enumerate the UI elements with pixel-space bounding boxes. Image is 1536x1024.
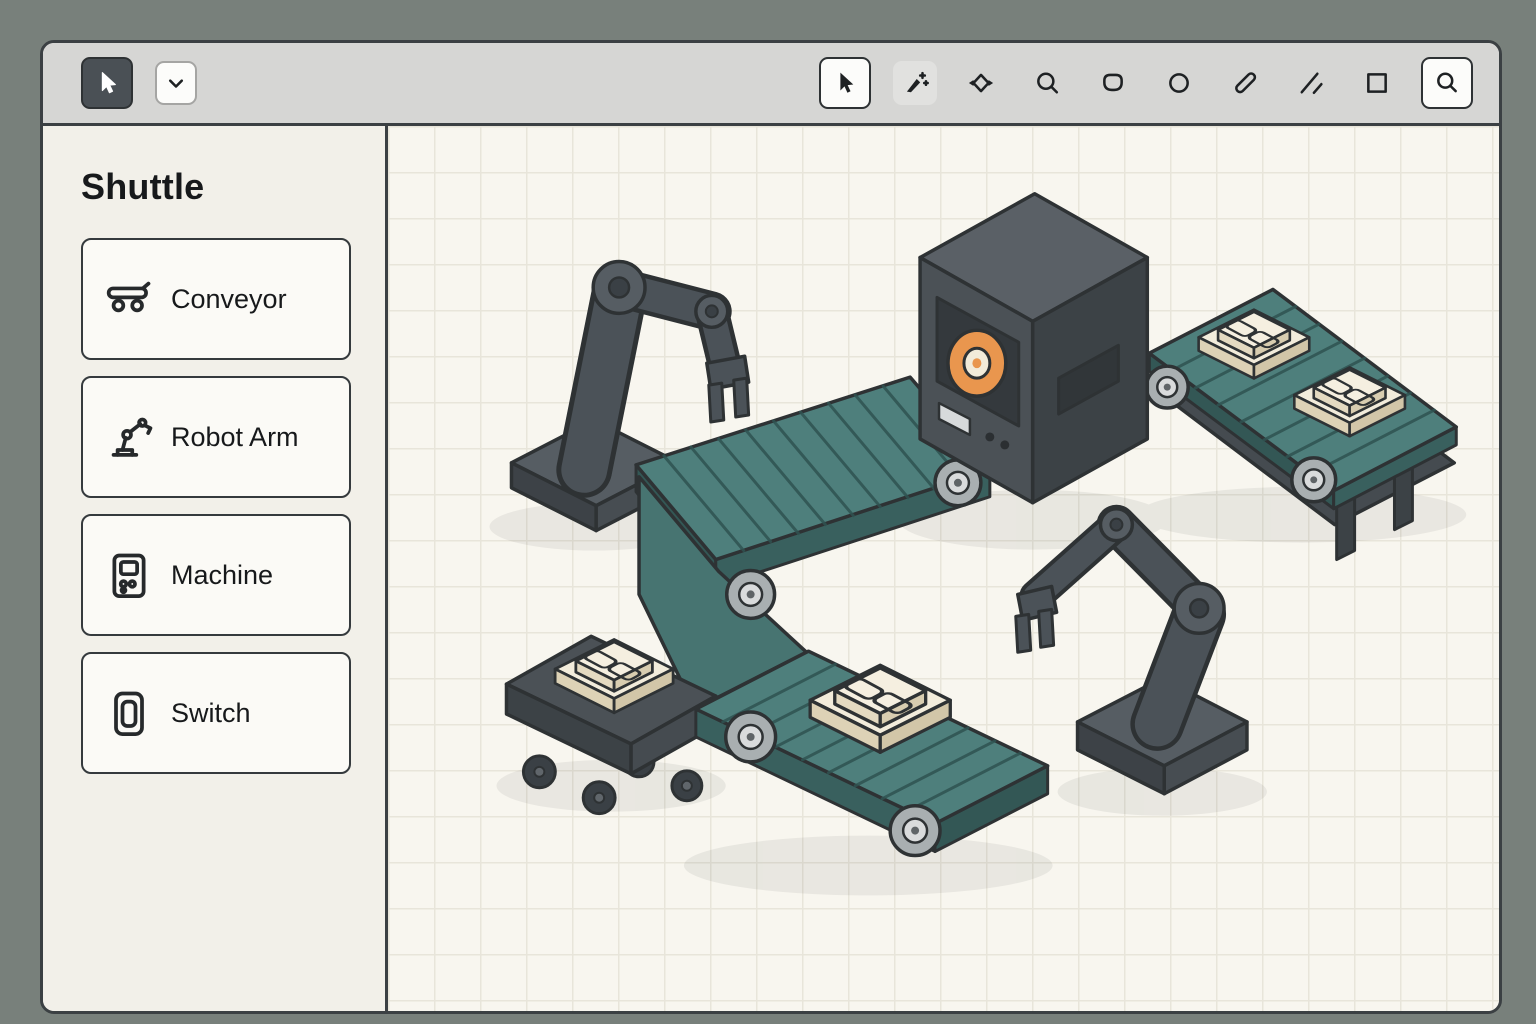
- palette-item-switch[interactable]: Switch: [81, 652, 351, 774]
- window-body: Shuttle Conveyor: [43, 126, 1499, 1011]
- square-icon: [1362, 68, 1392, 98]
- line-icon: [1296, 68, 1326, 98]
- palette-item-conveyor[interactable]: Conveyor: [81, 238, 351, 360]
- robot-arm-right[interactable]: [1016, 509, 1247, 794]
- machine-icon: [103, 549, 155, 601]
- roller: [726, 712, 776, 762]
- pointer-tool-button[interactable]: [819, 57, 871, 109]
- switch-icon: [103, 687, 155, 739]
- chevron-down-icon: [161, 68, 191, 98]
- loupe-tool-button[interactable]: [1025, 61, 1069, 105]
- ellipse-tool-button[interactable]: [1157, 61, 1201, 105]
- rounded-shape-icon: [1098, 68, 1128, 98]
- cursor-icon: [830, 68, 860, 98]
- search-tool-button[interactable]: [1421, 57, 1473, 109]
- circle-icon: [1164, 68, 1194, 98]
- palette-item-label: Conveyor: [171, 284, 287, 315]
- machine[interactable]: [920, 194, 1147, 503]
- toolbar: [43, 43, 1499, 126]
- roller: [890, 806, 940, 856]
- pencil-tool-button[interactable]: [1223, 61, 1267, 105]
- palette-title: Shuttle: [81, 166, 351, 208]
- roller: [1146, 366, 1188, 408]
- toolbar-right-group: [819, 57, 1473, 109]
- robot-arm-icon: [103, 411, 155, 463]
- prism-handles-icon: [966, 68, 996, 98]
- vector-tool-button[interactable]: [959, 61, 1003, 105]
- component-palette-sidebar: Shuttle Conveyor: [43, 126, 388, 1011]
- palette-item-machine[interactable]: Machine: [81, 514, 351, 636]
- brush-tool-button[interactable]: [893, 61, 937, 105]
- tool-options-dropdown[interactable]: [155, 61, 197, 105]
- conveyor-bottom[interactable]: [696, 651, 1048, 855]
- select-tool-button[interactable]: [81, 57, 133, 109]
- palette-item-label: Switch: [171, 698, 251, 729]
- loupe-icon: [1032, 68, 1062, 98]
- conveyor-icon: [103, 273, 155, 325]
- toolbar-left-group: [81, 57, 197, 109]
- roller: [727, 570, 775, 618]
- app-window: Shuttle Conveyor: [40, 40, 1502, 1014]
- palette-item-label: Robot Arm: [171, 422, 299, 453]
- rounded-shape-tool-button[interactable]: [1091, 61, 1135, 105]
- cursor-icon: [92, 68, 122, 98]
- magnifier-icon: [1432, 68, 1462, 98]
- brush-sparkle-icon: [900, 68, 930, 98]
- rectangle-tool-button[interactable]: [1355, 61, 1399, 105]
- design-canvas[interactable]: [388, 126, 1499, 1011]
- palette-item-robot-arm[interactable]: Robot Arm: [81, 376, 351, 498]
- roller: [1292, 458, 1336, 502]
- pencil-icon: [1230, 68, 1260, 98]
- line-tool-button[interactable]: [1289, 61, 1333, 105]
- palette-item-label: Machine: [171, 560, 273, 591]
- canvas-scene: [388, 126, 1499, 1011]
